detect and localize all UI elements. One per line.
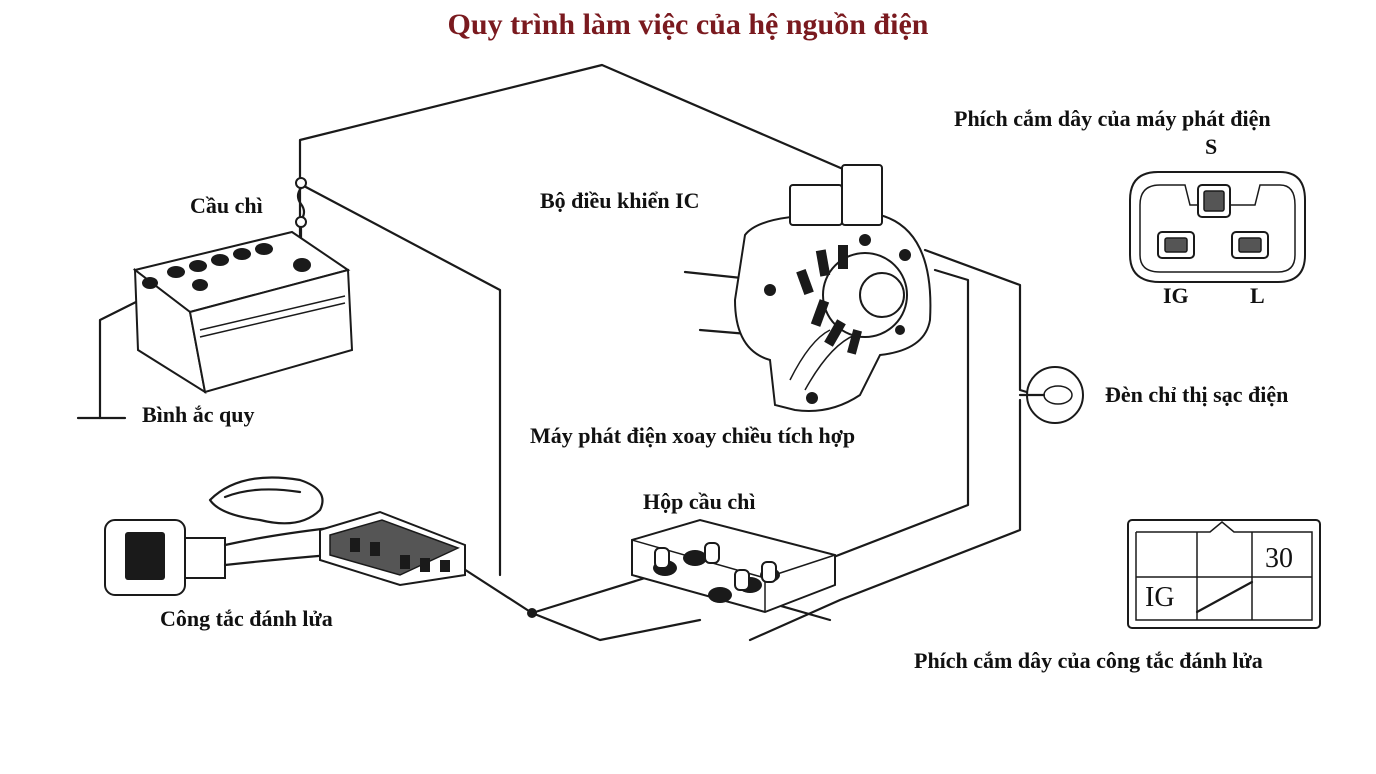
ignition-pin-30-label: 30 (1265, 543, 1293, 574)
ic-regulator-label: Bộ điều khiển IC (540, 188, 700, 213)
alternator-connector-label: Phích cắm dây của máy phát điện (954, 106, 1271, 131)
fuse-label: Cầu chì (190, 193, 263, 218)
alternator-pin-s-label: S (1205, 134, 1218, 159)
ignition-connector-drawing (1127, 519, 1321, 629)
charge-lamp-label: Đèn chỉ thị sạc điện (1105, 382, 1289, 407)
battery-drawing (132, 230, 354, 395)
ignition-connector-label: Phích cắm dây của công tắc đánh lửa (914, 648, 1263, 673)
wire-alternator-to-lamp (923, 248, 1032, 395)
wire-fuse-to-ignition (300, 183, 502, 577)
wire-junction-to-fusebox (530, 576, 647, 615)
alternator-drawing (683, 164, 932, 412)
charge-lamp-drawing (1018, 366, 1084, 424)
wire-lamp-to-fusebox (748, 398, 1022, 642)
alternator-label: Máy phát điện xoay chiều tích hợp (530, 423, 856, 448)
ignition-switch-drawing (104, 476, 466, 596)
battery-label: Bình ắc quy (142, 402, 255, 427)
diagram-title: Quy trình làm việc của hệ nguồn điện (447, 8, 929, 41)
wire-fuse-to-alternator (298, 63, 882, 262)
wire-fusebox-to-alternator (798, 268, 970, 572)
ignition-pin-ig-label: IG (1145, 582, 1175, 613)
fuse-box-drawing (631, 518, 836, 614)
fuse-box-label: Hộp cầu chì (643, 489, 756, 514)
alternator-pin-ig-label: IG (1163, 283, 1189, 308)
ignition-switch-label: Công tắc đánh lửa (160, 606, 333, 631)
wire-junction-to-fusebox-lower (530, 611, 702, 642)
alternator-connector-drawing (1129, 171, 1306, 283)
alternator-pin-l-label: L (1250, 283, 1265, 308)
